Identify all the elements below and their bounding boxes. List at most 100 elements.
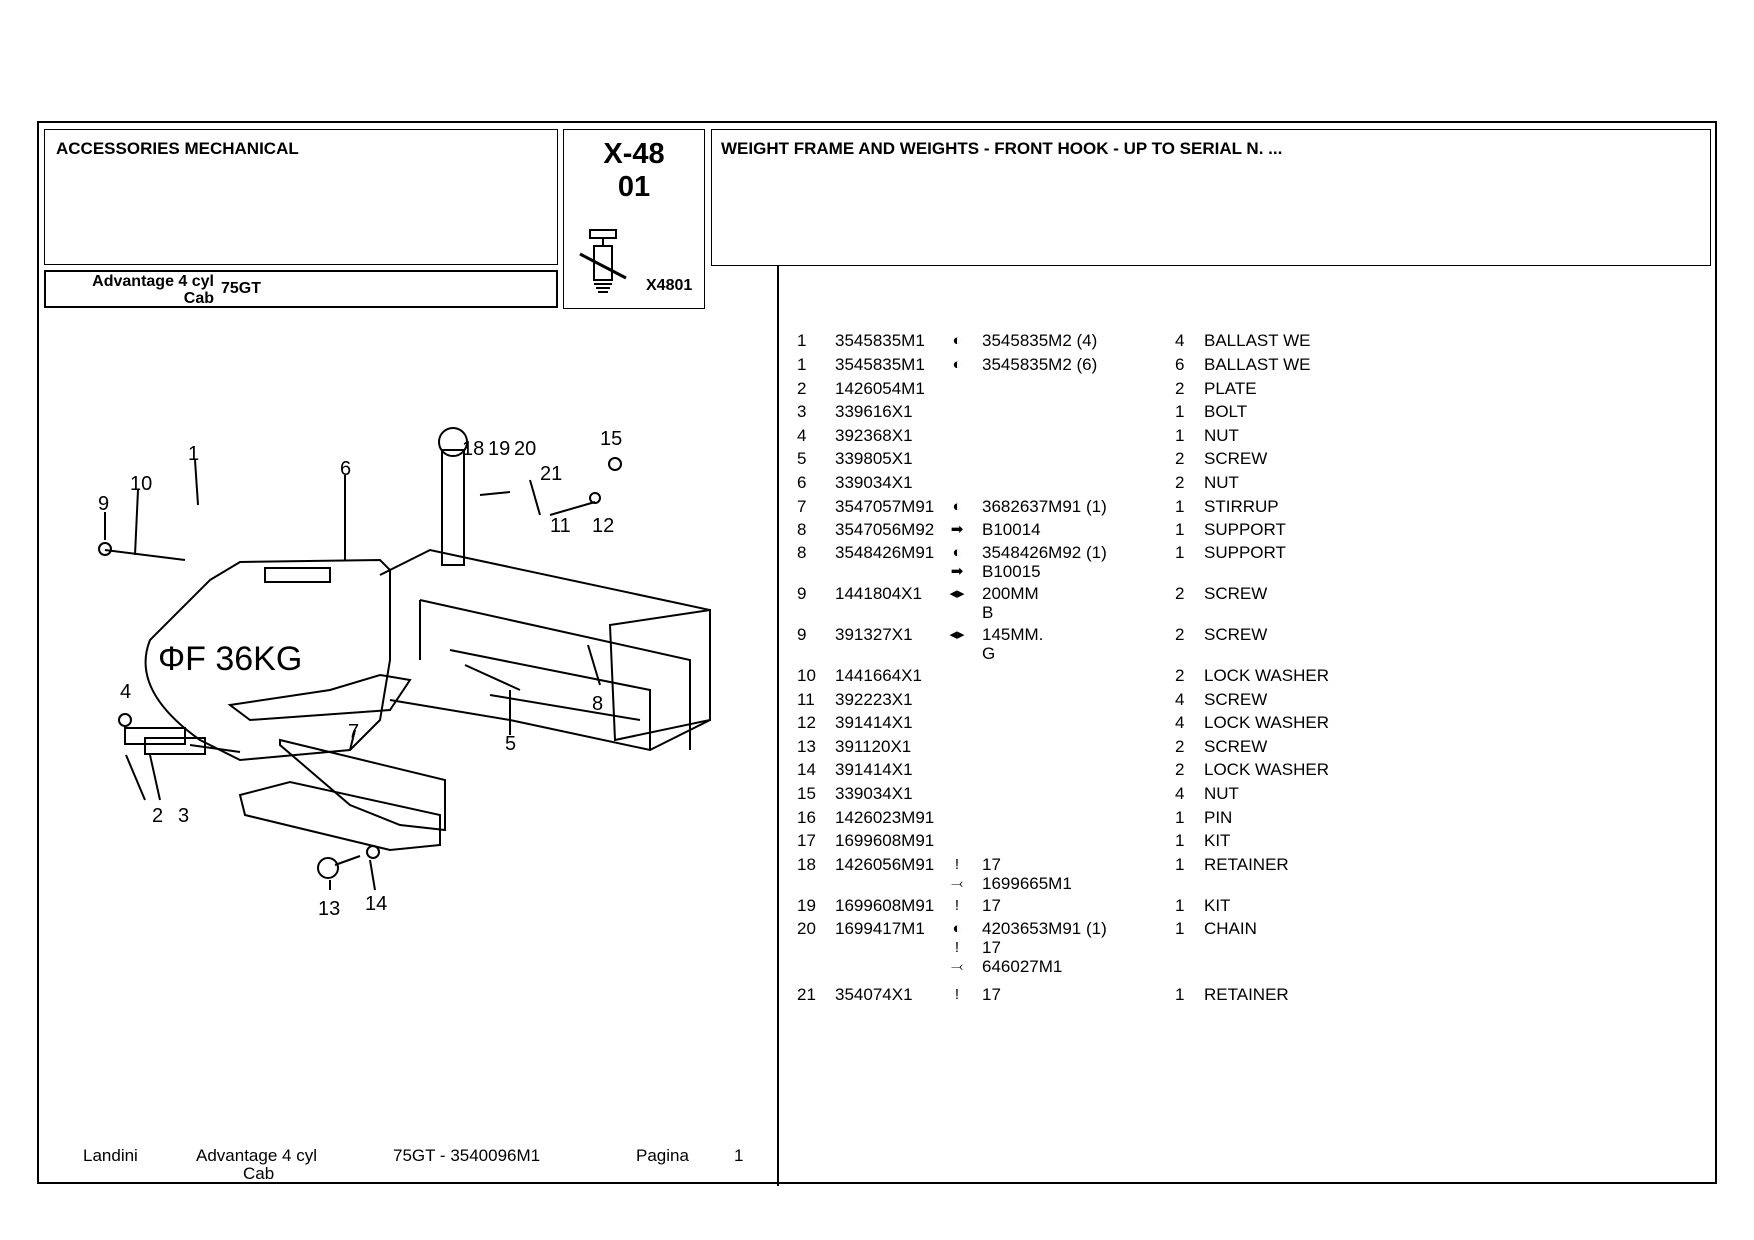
part-number: 1699417M1	[835, 919, 925, 938]
footer-variant: Cab	[243, 1164, 275, 1183]
part-quantity: 2	[1175, 584, 1185, 603]
part-ref: 13	[797, 737, 816, 756]
part-number: 391120X1	[835, 737, 912, 756]
part-number: 1441804X1	[835, 584, 922, 603]
callout-5: 5	[505, 733, 516, 755]
callout-1: 1	[188, 443, 199, 465]
callout-18: 18	[462, 438, 484, 460]
part-number: 3547057M91	[835, 497, 935, 516]
part-number: 1426054M1	[835, 379, 925, 398]
callout-4: 4	[120, 681, 131, 703]
callout-15: 15	[600, 428, 622, 450]
part-symbol-icon: ➡	[950, 521, 964, 538]
part-number: 339034X1	[835, 784, 913, 803]
part-replacement: 3545835M2 (4)	[982, 331, 1098, 350]
part-description: RETAINER	[1204, 985, 1289, 1004]
part-description: KIT	[1204, 831, 1231, 850]
part-number: 1441664X1	[835, 666, 922, 685]
callout-20: 20	[514, 438, 536, 460]
part-number: 391327X1	[835, 625, 913, 644]
column-divider	[777, 266, 779, 1186]
part-description: PLATE	[1204, 379, 1257, 398]
part-description: CHAIN	[1204, 919, 1257, 938]
part-description: RETAINER	[1204, 855, 1289, 874]
part-quantity: 1	[1175, 831, 1185, 850]
part-ref: 9	[797, 625, 807, 644]
part-description: STIRRUP	[1204, 497, 1279, 516]
part-quantity: 2	[1175, 625, 1185, 644]
part-description: NUT	[1204, 473, 1239, 492]
part-ref: 11	[797, 690, 815, 709]
part-replacement: B10015	[982, 562, 1041, 581]
part-ref: 1	[797, 355, 807, 374]
part-symbol-icon: ◂▸	[949, 585, 965, 602]
part-description: BOLT	[1204, 402, 1248, 421]
callout-6: 6	[340, 458, 351, 480]
part-quantity: 1	[1175, 919, 1185, 938]
part-description: LOCK WASHER	[1204, 760, 1330, 779]
part-quantity: 2	[1175, 760, 1185, 779]
part-number: 3545835M1	[835, 355, 925, 374]
diagram-callouts: 1 2 3 4 5 6 7 8 9 10 11 12 13 14 15 16 1…	[98, 420, 622, 920]
part-symbol-icon: ◂▸	[949, 626, 965, 643]
part-number: 339805X1	[835, 449, 913, 468]
part-replacement: 1699665M1	[982, 874, 1072, 893]
part-quantity: 1	[1175, 855, 1185, 874]
callout-9: 9	[98, 493, 109, 515]
part-description: NUT	[1204, 426, 1239, 445]
part-quantity: 2	[1175, 737, 1185, 756]
part-ref: 1	[797, 331, 807, 350]
part-replacement: 17	[982, 855, 1001, 874]
part-number: 392223X1	[835, 690, 913, 709]
hook-bracket-shape	[227, 673, 412, 722]
part-ref: 16	[797, 808, 816, 827]
part-number: 391414X1	[835, 760, 913, 779]
part-symbol-icon: ! ⤙	[950, 856, 963, 892]
model-variant: Cab	[183, 290, 214, 307]
part-symbol-icon: ◐	[952, 498, 962, 515]
part-quantity: 1	[1175, 985, 1185, 1004]
part-number: 1699608M91	[835, 831, 935, 850]
part-quantity: 1	[1175, 426, 1185, 445]
part-quantity: 1	[1175, 497, 1185, 516]
callout-21: 21	[540, 463, 562, 485]
callout-3: 3	[178, 805, 189, 827]
part-quantity: 6	[1175, 355, 1185, 374]
part-description: SCREW	[1204, 584, 1268, 603]
part-quantity: 4	[1175, 784, 1185, 803]
pin-shape	[441, 449, 465, 566]
part-description: NUT	[1204, 784, 1239, 803]
part-ref: 2	[797, 379, 807, 398]
part-replacement: 17	[982, 985, 1001, 1004]
part-number: 339616X1	[835, 402, 913, 421]
part-quantity: 2	[1175, 666, 1185, 685]
pin-thumbnail-icon	[579, 229, 627, 293]
part-replacement: 3545835M2 (6)	[982, 355, 1098, 374]
part-quantity: 1	[1175, 402, 1185, 421]
part-ref: 10	[797, 666, 816, 685]
callout-14: 14	[365, 893, 387, 915]
model-name: Advantage 4 cyl	[92, 273, 214, 290]
part-symbol-icon: !	[954, 986, 960, 1003]
part-description: BALLAST WE	[1204, 331, 1311, 350]
part-symbol-icon: !	[954, 897, 960, 914]
part-number: 1426023M91	[835, 808, 935, 827]
callout-8: 8	[592, 693, 603, 715]
footer-code: 75GT - 3540096M1	[393, 1146, 541, 1165]
group-code-box: X-48 01 X4801	[563, 129, 705, 309]
part-quantity: 1	[1175, 520, 1185, 539]
section-description: WEIGHT FRAME AND WEIGHTS - FRONT HOOK - …	[721, 139, 1283, 158]
part-number: 3548426M91	[835, 543, 935, 562]
part-ref: 15	[797, 784, 816, 803]
part-ref: 7	[797, 497, 807, 516]
figure-id: X4801	[646, 277, 693, 294]
part-ref: 9	[797, 584, 807, 603]
stirrup-shape	[279, 738, 446, 832]
part-description: SCREW	[1204, 625, 1268, 644]
category-title: ACCESSORIES MECHANICAL	[56, 139, 299, 158]
part-description: SUPPORT	[1204, 543, 1286, 562]
group-code: X-48	[603, 138, 665, 170]
part-symbol-icon: ◐	[952, 356, 962, 373]
part-ref: 4	[797, 426, 807, 445]
part-ref: 5	[797, 449, 807, 468]
